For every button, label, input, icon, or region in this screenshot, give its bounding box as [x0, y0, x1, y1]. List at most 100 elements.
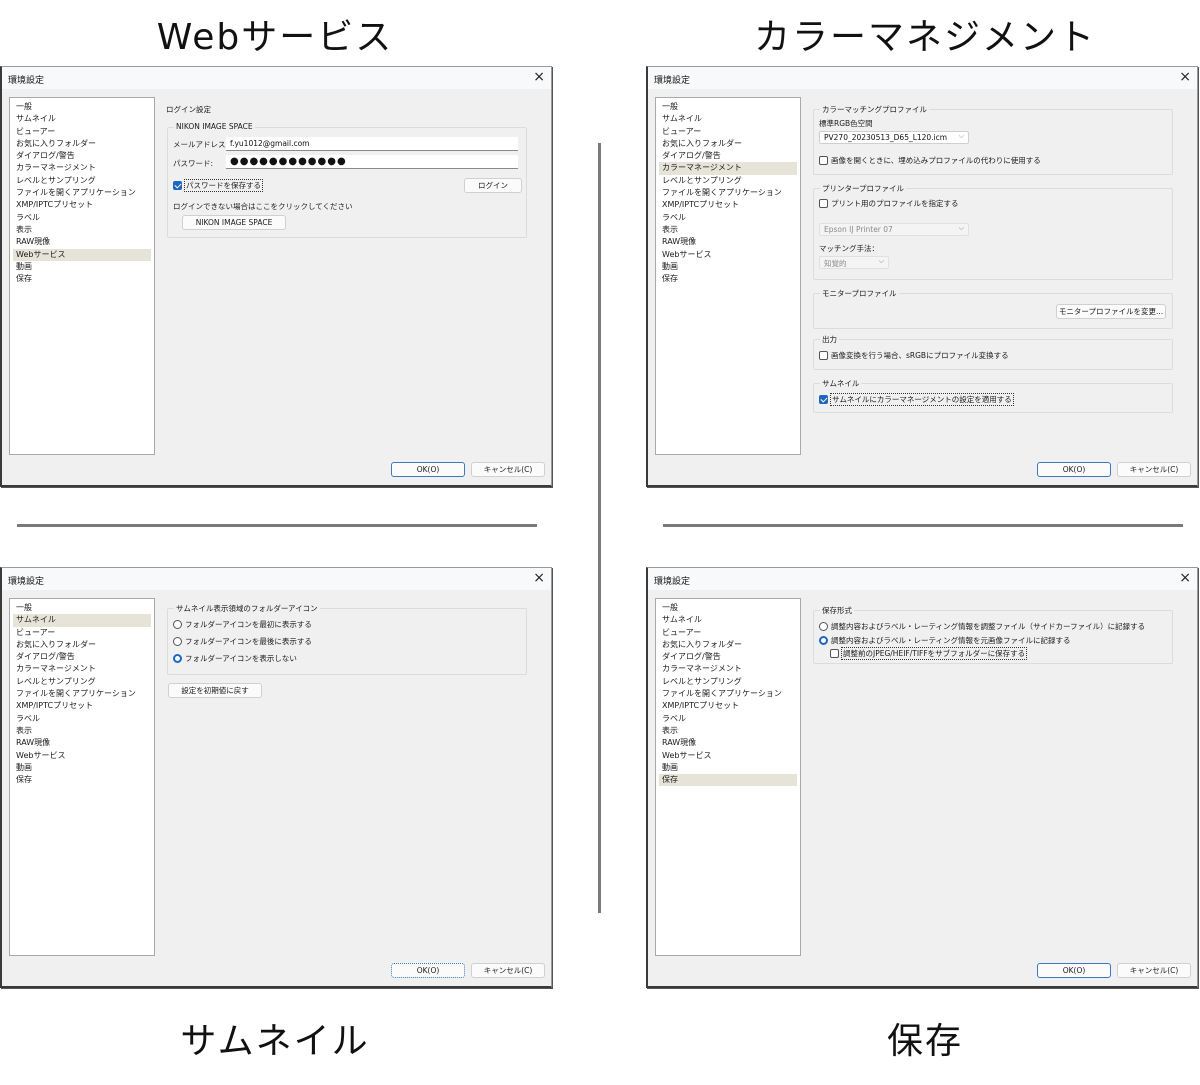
- sidebar-item-general[interactable]: 一般: [16, 102, 32, 111]
- sidebar-item-favorites[interactable]: お気に入りフォルダー: [662, 138, 742, 148]
- close-icon[interactable]: ×: [1179, 570, 1191, 586]
- password-input[interactable]: ●●●●●●●●●●●●: [226, 155, 518, 169]
- sidebar-item-dialogs[interactable]: ダイアログ/警告: [662, 151, 721, 161]
- ok-button[interactable]: OK(O): [1037, 462, 1111, 477]
- sidebar-item-raw[interactable]: RAW現像: [662, 738, 697, 748]
- matching-method-select[interactable]: 知覚的 ⌵: [819, 256, 889, 269]
- use-instead-checkbox[interactable]: 画像を開くときに、埋め込みプロファイルの代わりに使用する: [819, 155, 1041, 166]
- sidebar-item-save[interactable]: 保存: [659, 774, 797, 787]
- sidebar-item-open-with[interactable]: ファイルを開くアプリケーション: [16, 188, 136, 198]
- sidebar-item-viewer[interactable]: ビューアー: [16, 126, 56, 136]
- ok-button[interactable]: OK(O): [391, 462, 465, 477]
- sidebar-item-save[interactable]: 保存: [16, 274, 32, 284]
- sidebar-item-color-management[interactable]: カラーマネージメント: [16, 163, 96, 173]
- sidebar-item-thumbnail[interactable]: サムネイル: [16, 114, 56, 124]
- sidebar-item-levels[interactable]: レベルとサンプリング: [662, 175, 742, 185]
- close-icon[interactable]: ×: [533, 69, 545, 85]
- radio-icon[interactable]: [173, 637, 182, 646]
- radio-original-file[interactable]: 調整内容およびラベル・レーティング情報を元画像ファイルに記録する: [819, 635, 1071, 646]
- radio-folder-last[interactable]: フォルダーアイコンを最後に表示する: [173, 636, 312, 647]
- close-icon[interactable]: ×: [1179, 69, 1191, 85]
- email-input[interactable]: f.yu1012@gmail.com: [226, 137, 518, 151]
- sidebar-item-labels[interactable]: ラベル: [662, 212, 686, 222]
- sidebar-item-dialogs[interactable]: ダイアログ/警告: [16, 652, 75, 662]
- radio-selected-icon[interactable]: [819, 636, 828, 645]
- sidebar-item-general[interactable]: 一般: [16, 603, 32, 612]
- change-monitor-profile-button[interactable]: モニタープロファイルを変更...: [1056, 304, 1166, 319]
- save-before-adjust-checkbox[interactable]: 調整前のJPEG/HEIF/TIFFをサブフォルダーに保存する: [830, 647, 1028, 660]
- checkbox-icon[interactable]: [819, 199, 828, 208]
- sidebar-item-movie[interactable]: 動画: [16, 762, 32, 772]
- sidebar-item-xmp-iptc[interactable]: XMP/IPTCプリセット: [16, 200, 94, 210]
- ok-button[interactable]: OK(O): [1037, 963, 1111, 978]
- radio-folder-hide[interactable]: フォルダーアイコンを表示しない: [173, 653, 297, 664]
- sidebar-item-movie[interactable]: 動画: [16, 261, 32, 271]
- sidebar-item-save[interactable]: 保存: [662, 274, 678, 284]
- sidebar-item-display[interactable]: 表示: [662, 725, 678, 735]
- sidebar-item-thumbnail[interactable]: サムネイル: [13, 614, 151, 627]
- sidebar-item-raw[interactable]: RAW現像: [662, 237, 697, 247]
- sidebar-item-xmp-iptc[interactable]: XMP/IPTCプリセット: [16, 701, 94, 711]
- radio-sidecar[interactable]: 調整内容およびラベル・レーティング情報を調整ファイル（サイドカーファイル）に記録…: [819, 621, 1145, 632]
- sidebar-item-color-management[interactable]: カラーマネージメント: [16, 664, 96, 674]
- save-password-checkbox[interactable]: パスワードを保存する: [173, 179, 263, 192]
- thumbnail-color-checkbox[interactable]: サムネイルにカラーマネージメントの設定を適用する: [819, 393, 1014, 406]
- sidebar-item-open-with[interactable]: ファイルを開くアプリケーション: [662, 689, 782, 699]
- sidebar-item-levels[interactable]: レベルとサンプリング: [16, 676, 96, 686]
- sidebar-item-raw[interactable]: RAW現像: [16, 738, 51, 748]
- cancel-button[interactable]: キャンセル(C): [471, 963, 545, 978]
- sidebar-item-thumbnail[interactable]: サムネイル: [662, 114, 702, 124]
- sidebar-item-labels[interactable]: ラベル: [16, 212, 40, 222]
- sidebar-item-thumbnail[interactable]: サムネイル: [662, 615, 702, 625]
- sidebar-item-general[interactable]: 一般: [662, 102, 678, 111]
- rgb-space-select[interactable]: PV270_20230513_D65_L120.icm ⌵: [819, 131, 969, 144]
- radio-selected-icon[interactable]: [173, 654, 182, 663]
- sidebar-item-viewer[interactable]: ビューアー: [662, 126, 702, 136]
- sidebar-item-favorites[interactable]: お気に入りフォルダー: [16, 639, 96, 649]
- checkbox-icon[interactable]: [819, 351, 828, 360]
- radio-icon[interactable]: [819, 622, 828, 631]
- radio-icon[interactable]: [173, 620, 182, 629]
- sidebar-item-open-with[interactable]: ファイルを開くアプリケーション: [662, 188, 782, 198]
- login-button[interactable]: ログイン: [464, 178, 522, 193]
- sidebar-item-favorites[interactable]: お気に入りフォルダー: [16, 138, 96, 148]
- sidebar-item-xmp-iptc[interactable]: XMP/IPTCプリセット: [662, 701, 740, 711]
- cancel-button[interactable]: キャンセル(C): [1117, 462, 1191, 477]
- cancel-button[interactable]: キャンセル(C): [471, 462, 545, 477]
- sidebar-item-movie[interactable]: 動画: [662, 762, 678, 772]
- sidebar-item-labels[interactable]: ラベル: [662, 713, 686, 723]
- sidebar-item-general[interactable]: 一般: [662, 603, 678, 612]
- sidebar-item-open-with[interactable]: ファイルを開くアプリケーション: [16, 689, 136, 699]
- checkbox-checked-icon[interactable]: [173, 181, 182, 190]
- printer-select[interactable]: Epson IJ Printer 07 ⌵: [819, 223, 969, 236]
- radio-folder-first[interactable]: フォルダーアイコンを最初に表示する: [173, 619, 312, 630]
- checkbox-icon[interactable]: [830, 649, 839, 658]
- checkbox-checked-icon[interactable]: [819, 395, 828, 404]
- sidebar-item-display[interactable]: 表示: [16, 725, 32, 735]
- sidebar-item-save[interactable]: 保存: [16, 775, 32, 785]
- sidebar-item-display[interactable]: 表示: [16, 224, 32, 234]
- sidebar-item-levels[interactable]: レベルとサンプリング: [16, 175, 96, 185]
- sidebar-item-raw[interactable]: RAW現像: [16, 237, 51, 247]
- sidebar-item-xmp-iptc[interactable]: XMP/IPTCプリセット: [662, 200, 740, 210]
- cancel-button[interactable]: キャンセル(C): [1117, 963, 1191, 978]
- sidebar-item-web-service[interactable]: Webサービス: [13, 248, 151, 261]
- checkbox-icon[interactable]: [819, 156, 828, 165]
- sidebar-item-levels[interactable]: レベルとサンプリング: [662, 676, 742, 686]
- nikon-image-space-button[interactable]: NIKON IMAGE SPACE: [182, 215, 286, 230]
- printer-profile-checkbox[interactable]: プリント用のプロファイルを指定する: [819, 198, 959, 209]
- sidebar-item-movie[interactable]: 動画: [662, 261, 678, 271]
- srgb-convert-checkbox[interactable]: 画像変換を行う場合、sRGBにプロファイル変換する: [819, 350, 1009, 361]
- sidebar-item-viewer[interactable]: ビューアー: [662, 627, 702, 637]
- sidebar-item-web-service[interactable]: Webサービス: [16, 750, 66, 760]
- sidebar-item-favorites[interactable]: お気に入りフォルダー: [662, 639, 742, 649]
- ok-button[interactable]: OK(O): [391, 963, 465, 978]
- reset-defaults-button[interactable]: 設定を初期値に戻す: [168, 683, 262, 698]
- sidebar-item-web-service[interactable]: Webサービス: [662, 750, 712, 760]
- sidebar-item-color-management[interactable]: カラーマネージメント: [659, 162, 797, 175]
- sidebar-item-labels[interactable]: ラベル: [16, 713, 40, 723]
- close-icon[interactable]: ×: [533, 570, 545, 586]
- sidebar-item-color-management[interactable]: カラーマネージメント: [662, 664, 742, 674]
- sidebar-item-dialogs[interactable]: ダイアログ/警告: [662, 652, 721, 662]
- sidebar-item-display[interactable]: 表示: [662, 224, 678, 234]
